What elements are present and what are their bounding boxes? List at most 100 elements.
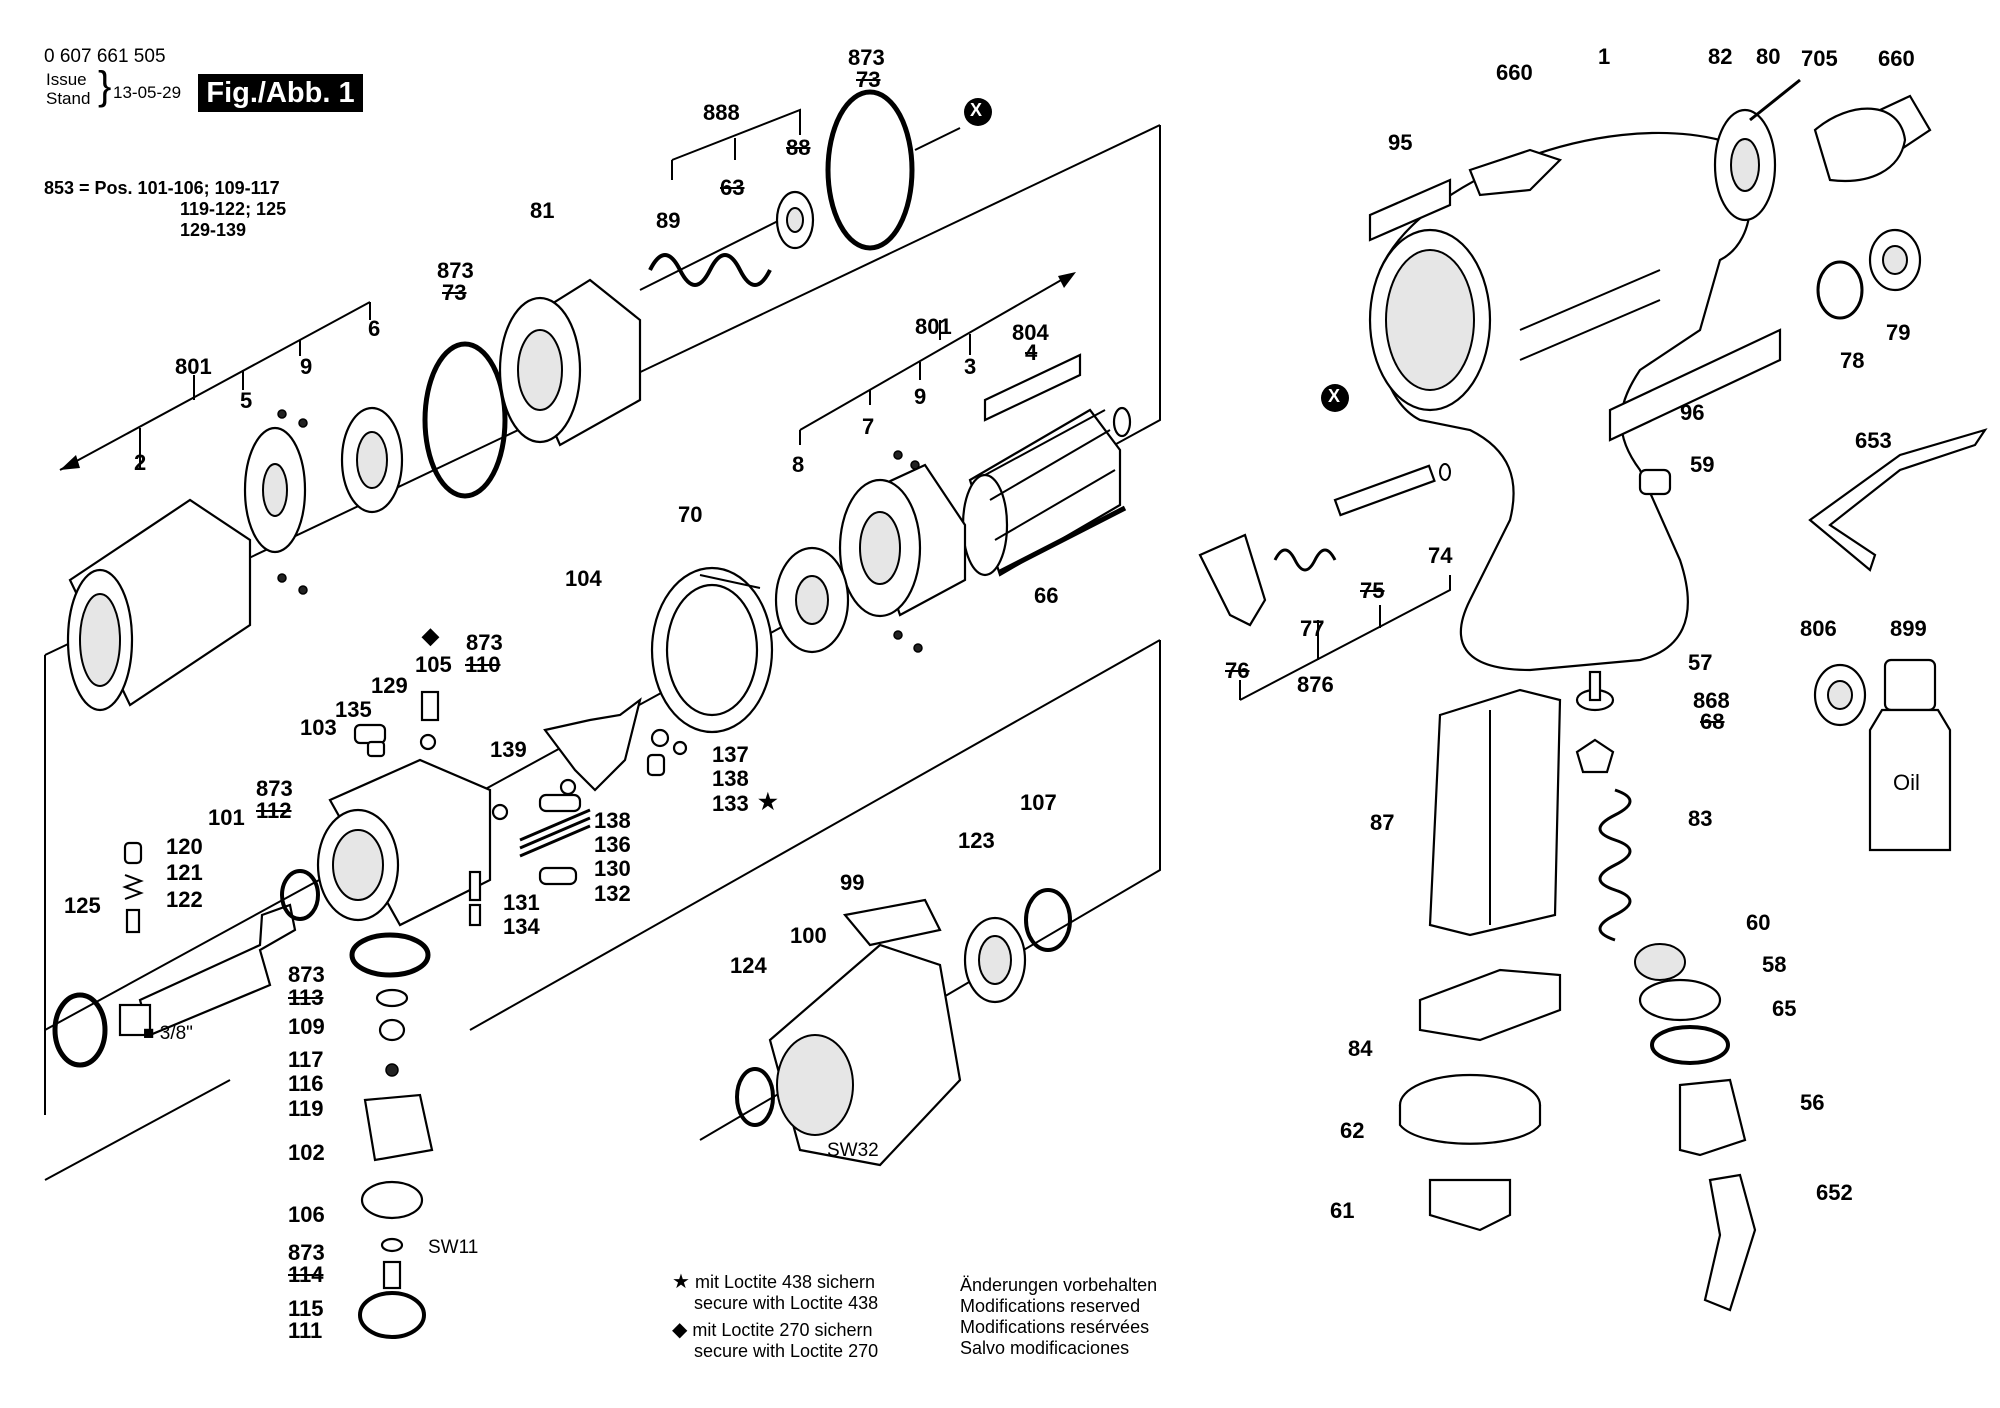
diamond-symbol: ◆ <box>672 1319 688 1341</box>
part-101-anvil <box>118 903 297 1037</box>
callout-105: 105 <box>415 652 452 677</box>
marker-x-top <box>964 98 992 126</box>
callout-79: 79 <box>1886 320 1911 345</box>
star-symbol: ★ <box>672 1271 690 1293</box>
callout-101: 101 <box>208 805 245 830</box>
callout-104: 104 <box>565 566 602 591</box>
callout-x-top: X <box>970 100 983 120</box>
note-loctite-270: ◆ mit Loctite 270 sichern secure with Lo… <box>672 1320 878 1362</box>
position-note: 853 = Pos. 101-106; 109-117 119-122; 125… <box>44 178 286 241</box>
part-74-77-trigger <box>1198 463 1451 627</box>
callout-60: 60 <box>1746 910 1771 935</box>
part-66-pin <box>998 505 1127 575</box>
bracket-801-left <box>59 301 371 471</box>
callout-5: 5 <box>240 388 253 413</box>
assembly-frames <box>44 124 1161 1181</box>
part-88-valve <box>775 190 815 250</box>
part-57-83-valve-spring <box>1575 670 1632 942</box>
part-1-motor-housing <box>1368 131 1751 672</box>
callout-95: 95 <box>1388 130 1413 155</box>
part-7-cylinder <box>838 450 967 653</box>
part-120-122-detent <box>122 841 144 934</box>
callout-82: 82 <box>1708 44 1733 69</box>
issue-date: 13-05-29 <box>113 83 182 102</box>
callout-73-top: 73 <box>856 67 881 92</box>
part-806-fitting <box>1813 663 1867 727</box>
callout-660-b: 660 <box>1878 46 1915 71</box>
callout-100: 100 <box>790 923 827 948</box>
mods-de: Änderungen vorbehalten <box>960 1275 1158 1295</box>
callout-138-a: 138 <box>712 766 749 791</box>
callout-89: 89 <box>656 208 681 233</box>
callout-876: 876 <box>1297 672 1334 697</box>
issue-brace: } <box>98 64 112 108</box>
callout-114: 114 <box>288 1262 324 1287</box>
part-60-58-65-seals <box>1634 943 1730 1065</box>
callout-868: 868 <box>1693 688 1730 713</box>
issue-label-de: Stand <box>46 89 91 108</box>
callout-4: 4 <box>1025 340 1038 365</box>
callout-75: 75 <box>1360 578 1385 603</box>
callout-61: 61 <box>1330 1198 1355 1223</box>
callout-68: 68 <box>1700 709 1725 734</box>
part-5-cylinder-plate <box>243 409 308 595</box>
callout-653: 653 <box>1855 428 1892 453</box>
callout-115: 115 <box>288 1296 324 1321</box>
part-660-clips <box>1468 94 1932 197</box>
marker-x-right <box>1321 384 1349 412</box>
bracket-801-right <box>799 272 1076 445</box>
callout-63: 63 <box>720 175 745 200</box>
callout-116: 116 <box>288 1071 324 1096</box>
part-81-cylinder-head <box>498 278 642 447</box>
part-6-bearing <box>340 406 404 514</box>
part-3-rotor <box>961 406 1132 577</box>
callout-110: 110 <box>465 652 501 677</box>
part-78-79-fittings <box>1816 228 1922 320</box>
callout-74: 74 <box>1428 543 1453 568</box>
part-104-hammer <box>543 697 642 792</box>
callout-873-112: 873 <box>256 776 293 801</box>
callout-133: 133 <box>712 791 749 816</box>
callout-65: 65 <box>1772 996 1797 1021</box>
callout-119: 119 <box>288 1096 324 1121</box>
part-8-bearing <box>774 546 850 654</box>
position-note-line2: 119-122; 125 <box>180 199 287 219</box>
callout-sw11: SW11 <box>428 1237 479 1258</box>
callout-62: 62 <box>1340 1118 1365 1143</box>
callout-99: 99 <box>840 870 865 895</box>
callout-873-top: 873 <box>848 45 885 70</box>
part-103-hammer-housing <box>316 758 492 927</box>
callout-899: 899 <box>1890 616 1927 641</box>
callout-888: 888 <box>703 100 740 125</box>
part-82-reverse-ring <box>1713 108 1777 222</box>
part-59-plug <box>1638 468 1672 496</box>
callout-806: 806 <box>1800 616 1837 641</box>
part-95-96-labels <box>1368 178 1782 442</box>
callout-873-left: 873 <box>437 258 474 283</box>
part-873-oring-left <box>422 341 508 499</box>
part-56-652-fittings <box>1678 1078 1757 1312</box>
callout-96: 96 <box>1680 400 1705 425</box>
part-84-62-61-base <box>1398 968 1562 1232</box>
part-87-filter <box>1428 688 1562 937</box>
callout-705: 705 <box>1801 46 1838 71</box>
callout-80: 80 <box>1756 44 1781 69</box>
note-loctite-438: ★ mit Loctite 438 sichern secure with Lo… <box>672 1272 878 1314</box>
mods-es: Salvo modificaciones <box>960 1338 1130 1358</box>
part-99-100-housing <box>768 898 962 1167</box>
mods-fr: Modifications resérvées <box>960 1317 1150 1337</box>
callout-804: 804 <box>1012 320 1049 345</box>
callout-83: 83 <box>1688 806 1713 831</box>
part-804-vane <box>983 353 1082 422</box>
part-123-107-124-rings <box>735 888 1072 1127</box>
part-109-117-stack <box>349 932 434 1339</box>
part-129-135-screws <box>353 690 440 758</box>
callout-103: 103 <box>300 715 337 740</box>
callout-diamond: ◆ <box>422 623 439 648</box>
note-loctite-438-en: secure with Loctite 438 <box>694 1293 879 1313</box>
callout-123: 123 <box>958 828 995 853</box>
callout-111: 111 <box>288 1318 323 1343</box>
callout-square-drive: ■ 3/8" <box>143 1023 193 1044</box>
issue-label: Issue Stand <box>46 70 90 108</box>
callout-132: 132 <box>594 881 631 906</box>
